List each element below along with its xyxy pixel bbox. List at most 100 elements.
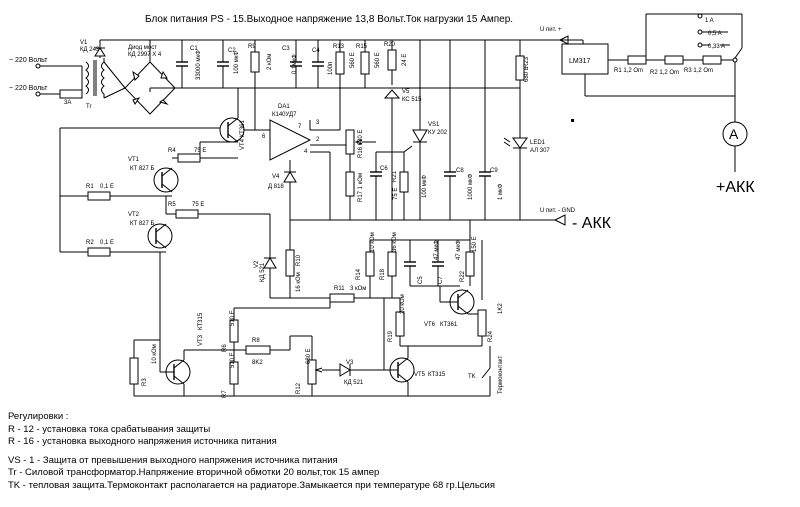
capacitor-c1: C1 33000 мкФ: [176, 40, 202, 88]
led-label: LED1: [530, 140, 546, 146]
r14-value: 10 кОм: [370, 232, 376, 252]
note-tr: Tr - Силовой трансформатор.Напряжение вт…: [8, 467, 380, 479]
fuse: [59, 89, 83, 99]
r8-value: 8K2: [252, 360, 263, 366]
r18-value: 36 кОм: [392, 232, 398, 252]
da1-label: DA1: [278, 104, 290, 110]
r7-value: 510 E: [230, 352, 236, 368]
zener-v5: V5 КС 515: [383, 87, 422, 220]
transformer-label: Tr: [86, 104, 91, 110]
v2-type: КД 521: [260, 262, 266, 282]
vt5-label: VT5: [414, 372, 426, 378]
fuse-label: 3A: [64, 100, 71, 106]
vt6-label: VT6: [424, 322, 436, 328]
v2-label: V2: [254, 260, 260, 268]
vt4-label: VT4 КТ361: [240, 119, 246, 150]
resistor-r11: R11 3 кОм: [329, 286, 400, 303]
v5-label: V5: [402, 89, 410, 95]
thermo-contact-tk: TK Термоконтакт: [468, 355, 504, 394]
r15-value: 560 E: [375, 52, 381, 68]
note-r12: R - 12 - установка тока срабатывания защ…: [8, 423, 211, 435]
capacitor-c3: C3 0,1мкФ: [282, 40, 302, 88]
diagram-title: Блок питания PS - 15.Выходное напряжение…: [145, 14, 513, 25]
r6-label: R6: [222, 344, 228, 352]
vt1-type: КТ 827 Б: [130, 166, 155, 172]
transistor-vt3: VT3 КТ315: [159, 300, 234, 396]
r24-value: 1K2: [498, 303, 504, 314]
r3-label: R3: [142, 378, 148, 386]
notes-block: Регулировки : R - 12 - установка тока ср…: [8, 411, 495, 493]
lm317-label: LM317: [569, 58, 591, 65]
v4-label: V4: [272, 174, 280, 180]
transistor-vt6: VT6 КТ361: [424, 286, 482, 328]
v3-label: V3: [346, 360, 354, 366]
r23-value: 680 E: [524, 66, 530, 82]
r3-value: 10 кОм: [152, 344, 158, 364]
r8-label: R8: [252, 338, 260, 344]
bottom-bus: [134, 346, 491, 397]
vt3-type: КТ315: [198, 312, 204, 330]
r17-label: R17 1 кОм: [358, 173, 364, 202]
r2-value: 0,1 E: [100, 240, 114, 246]
charger-output: U пит. + LM317 R1 1,2 Om R2 1,2 Om R3 1,…: [540, 13, 755, 232]
diode-v2: V2 КД 521: [254, 214, 277, 298]
c3-label: C3: [282, 46, 290, 52]
r5-label: R5: [168, 202, 176, 208]
vs1-label: VS1: [428, 122, 440, 128]
resistor-r20: R20 24 E: [384, 40, 408, 85]
v1-label: V1: [80, 40, 88, 46]
note-tk: TK - тепловая защита.Термоконтакт распол…: [8, 479, 495, 491]
note-r16: R - 16 - установка выходного напряжения …: [8, 436, 277, 448]
mains-label-2: ~ 220 Вольт: [9, 85, 48, 92]
r13-value: 560 E: [350, 52, 356, 68]
c2-label: C2: [228, 48, 236, 54]
r6-value: 510 E: [230, 310, 236, 326]
transformer: Tr: [85, 58, 105, 110]
r11-value: 3 кОм: [350, 286, 366, 292]
r11-label: R11: [334, 286, 345, 292]
v3-type: КД 521: [344, 380, 364, 386]
transistor-vt4: VT4 КТ361: [199, 88, 255, 158]
resistor-r14: R14 10 кОм: [356, 232, 470, 298]
capacitor-c4: C4 100п: [312, 40, 334, 88]
capacitor-c7: C7 47 мкФ: [410, 240, 462, 287]
resistor-r13: R13 560 E: [333, 40, 356, 130]
vs1-type: КУ 202: [428, 130, 448, 136]
akk-plus-label: +АКК: [716, 179, 755, 196]
left-bus: [59, 127, 220, 300]
da1-type: К140УД7: [272, 112, 297, 118]
r13-label: R13: [333, 44, 345, 50]
r4-value: 75 E: [194, 148, 206, 154]
r9-value: 2 кОм: [267, 54, 273, 70]
c1-label: C1: [190, 46, 198, 52]
pin6-label: 6: [262, 134, 266, 140]
c6-label: C6: [380, 166, 388, 172]
r24-label: R24: [488, 330, 494, 342]
r1-label: R1: [86, 184, 94, 190]
upit-top-label: U пит. +: [540, 27, 562, 33]
c4-label: C4: [312, 48, 320, 54]
ground-rail: [340, 214, 566, 226]
bridge-type: КД 2997 X 4: [128, 52, 162, 58]
pin7-label: 7: [298, 124, 302, 130]
resistor-r23: R23 680 E: [515, 55, 530, 82]
vt6-type: КТ361: [440, 322, 458, 328]
c9-value: 1 мкФ: [498, 183, 504, 200]
led1: LED1 АЛ 307: [503, 137, 550, 154]
c1-value: 33000 мкФ: [196, 50, 202, 80]
c2-value: 100 мкФ: [234, 51, 240, 74]
resistor-r4: R4 75 E: [168, 148, 238, 163]
r22-value: 150 E: [472, 236, 478, 252]
pin3-label: 3: [316, 120, 320, 126]
vt3-label: VT3: [198, 334, 204, 346]
r20-value: 24 E: [402, 54, 408, 66]
resistor-r2: R2 0,1 E: [60, 240, 166, 257]
switch-05a: 0,5 A: [708, 31, 722, 37]
resistor-r7: R7 510 E: [222, 350, 239, 398]
c7-label: C7: [438, 276, 444, 284]
resistor-r1: R1 0,1 E: [60, 184, 172, 201]
resistor-r21: R21 75 E: [392, 152, 409, 220]
v4-type: Д 818: [268, 184, 284, 190]
r2-ohm: R2 1,2 Om: [650, 70, 679, 76]
